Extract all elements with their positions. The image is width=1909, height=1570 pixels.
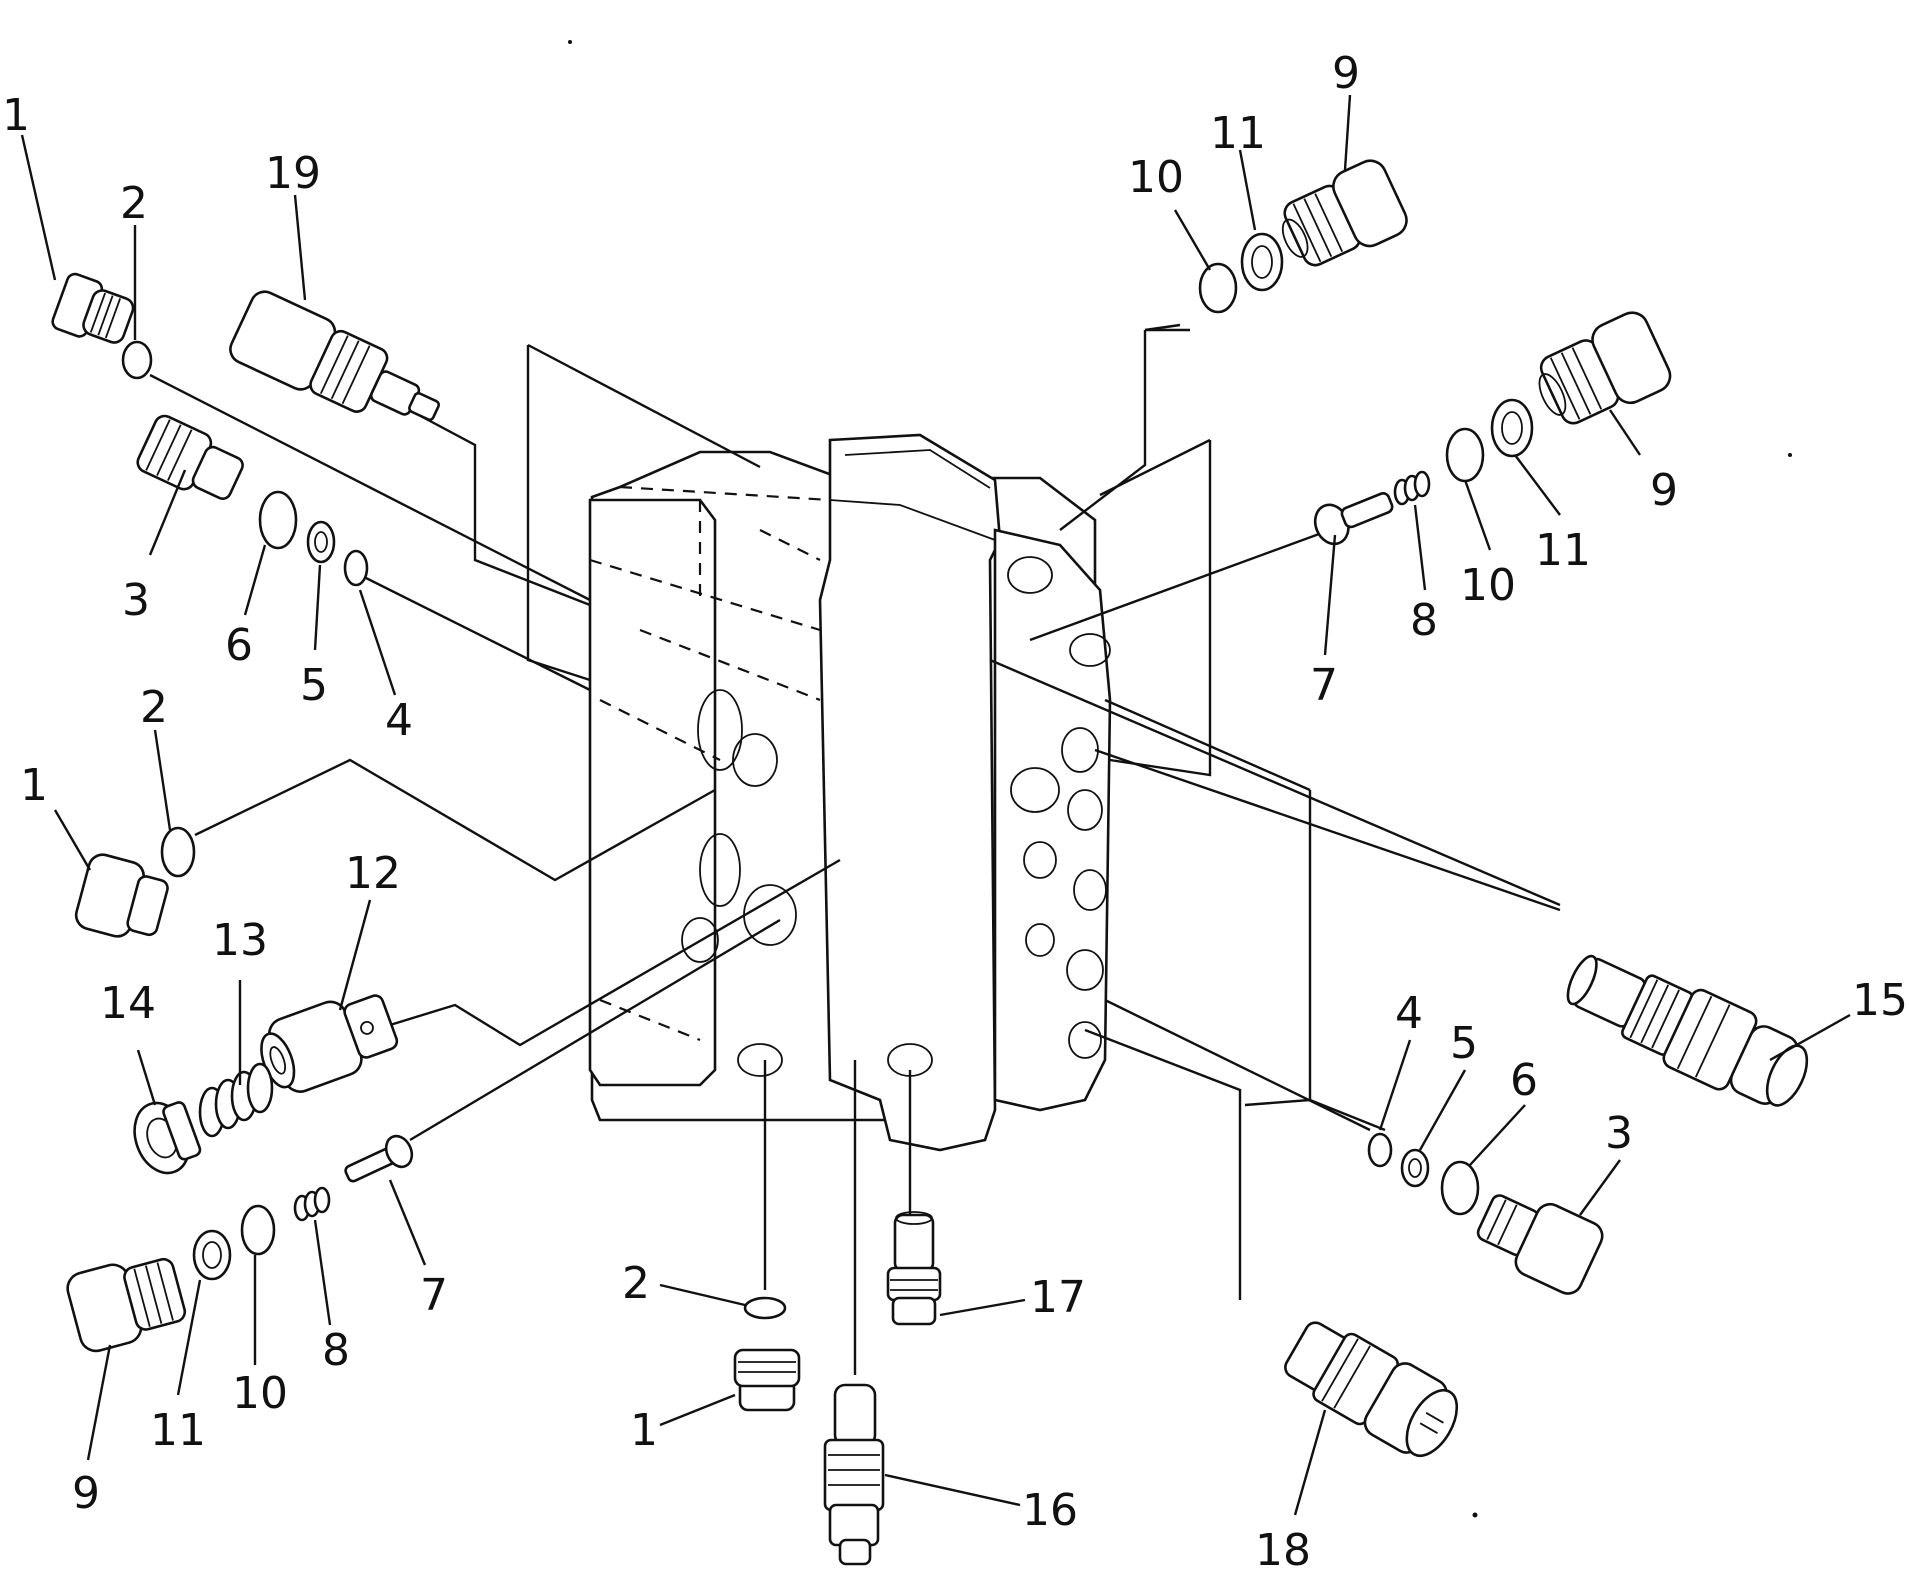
callout-7: 7	[420, 1270, 448, 1321]
callout-5: 5	[1450, 1018, 1478, 1069]
poppet-icon	[344, 1134, 414, 1183]
callout-2: 2	[140, 682, 168, 733]
plug-icon	[66, 1257, 187, 1353]
callout-10: 10	[1460, 560, 1516, 611]
plug-icon	[1281, 159, 1408, 267]
washer-icon	[1490, 398, 1534, 458]
callout-10: 10	[1128, 152, 1184, 203]
speck	[1472, 1512, 1478, 1518]
poppet-icon	[1313, 492, 1394, 546]
o-ring-icon	[343, 549, 369, 587]
callout-1: 1	[20, 760, 48, 811]
plug-icon	[733, 1348, 801, 1412]
callout-7: 7	[1310, 660, 1338, 711]
callout-6: 6	[225, 620, 253, 671]
washer-icon	[1240, 232, 1284, 292]
o-ring-icon	[1445, 427, 1485, 483]
o-ring-icon	[240, 1204, 276, 1256]
relief-valve-icon	[1284, 1321, 1459, 1458]
callout-15: 15	[1852, 975, 1908, 1026]
leader-lines	[149, 328, 1561, 1375]
washer-icon	[192, 1229, 232, 1281]
callout-4: 4	[385, 695, 413, 746]
callout-16: 16	[1022, 1485, 1078, 1536]
plug-icon	[1476, 1194, 1604, 1295]
spring-icon	[293, 1186, 331, 1222]
o-ring-icon	[1367, 1132, 1393, 1168]
callout-leaders	[20, 94, 1851, 1516]
callout-4: 4	[1395, 988, 1423, 1039]
washer-icon	[1400, 1148, 1430, 1188]
callout-12: 12	[345, 848, 401, 899]
callout-2: 2	[622, 1258, 650, 1309]
callout-1: 1	[2, 90, 30, 141]
callout-9: 9	[1332, 48, 1360, 99]
speck	[1788, 453, 1792, 457]
plug-icon	[133, 1101, 202, 1175]
callout-3: 3	[1605, 1108, 1633, 1159]
plug-icon	[74, 853, 169, 938]
o-ring-icon	[1198, 262, 1238, 314]
callout-9: 9	[72, 1468, 100, 1519]
valve-body-icon	[588, 433, 1112, 1152]
washer-icon	[306, 520, 336, 564]
callout-11: 11	[1210, 108, 1266, 159]
o-ring-icon	[121, 340, 153, 380]
relief-valve-icon	[229, 290, 441, 422]
callout-17: 17	[1030, 1272, 1086, 1323]
callout-3: 3	[122, 575, 150, 626]
callout-18: 18	[1255, 1525, 1311, 1570]
callout-19: 19	[265, 148, 321, 199]
callout-8: 8	[1410, 595, 1438, 646]
valve-spool-icon	[823, 1383, 885, 1566]
poppet-icon	[260, 994, 399, 1093]
plug-icon	[136, 414, 244, 500]
callout-14: 14	[100, 978, 156, 1029]
callout-11: 11	[150, 1405, 206, 1456]
plug-icon	[51, 272, 135, 344]
callout-13: 13	[212, 915, 268, 966]
callout-6: 6	[1510, 1055, 1538, 1106]
o-ring-icon	[1440, 1160, 1480, 1216]
spring-icon	[198, 1062, 274, 1138]
o-ring-icon	[743, 1296, 787, 1320]
callout-10: 10	[232, 1368, 288, 1419]
relief-valve-icon	[1566, 954, 1809, 1107]
relief-valve-icon	[886, 1211, 942, 1326]
spring-icon	[1393, 470, 1431, 506]
plug-icon	[1538, 311, 1672, 425]
callout-2: 2	[120, 178, 148, 229]
callout-11: 11	[1535, 525, 1591, 576]
speck	[568, 40, 572, 44]
callout-9: 9	[1650, 465, 1678, 516]
callout-8: 8	[322, 1325, 350, 1376]
callout-1: 1	[630, 1405, 658, 1456]
o-ring-icon	[258, 490, 298, 550]
o-ring-icon	[160, 826, 196, 878]
callout-5: 5	[300, 660, 328, 711]
